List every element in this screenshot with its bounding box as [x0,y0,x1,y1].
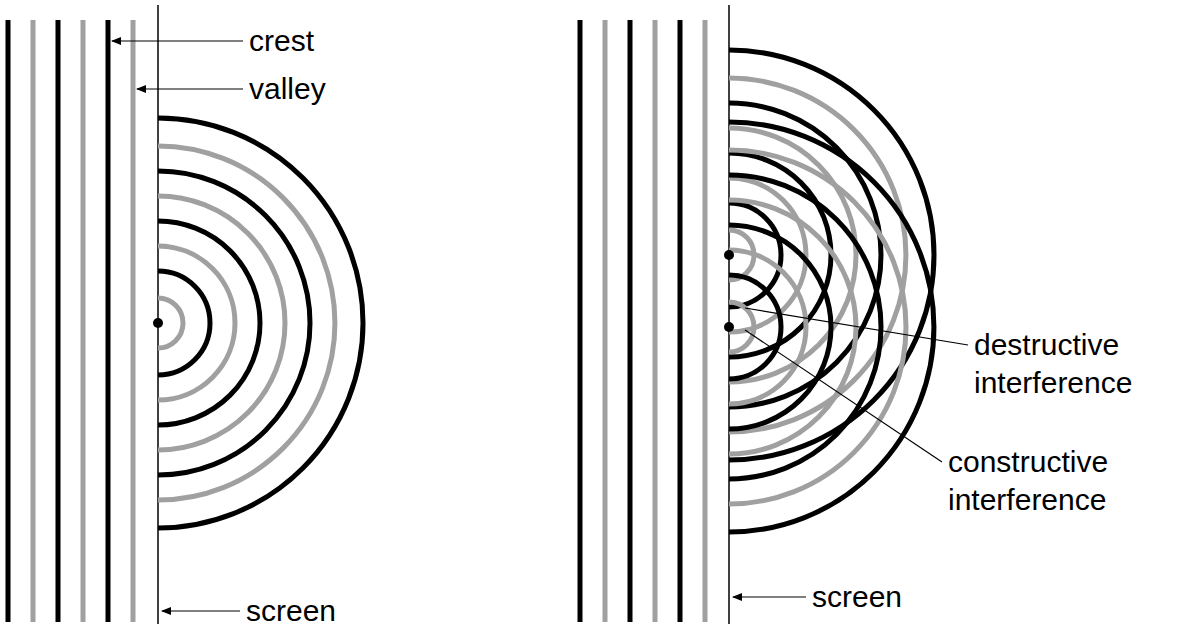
wave-arc [158,271,210,375]
circular-waves [729,50,934,532]
wave-arc [729,225,831,429]
wave-arc [729,103,881,407]
screen-label: screen [812,578,1012,616]
wave-arc [729,128,856,382]
wave-arc [729,150,906,504]
slit-dot [724,322,734,332]
wave-arc [729,250,806,404]
circular-waves [158,118,363,528]
leader-lines [112,41,968,611]
interference-label: constructive interference [948,443,1178,519]
wave-arc [729,50,934,460]
slit-dot [153,318,163,328]
wave-arc [729,275,781,379]
wave-arc [158,196,285,450]
screen-label: screen [246,592,446,628]
wave-arc [158,171,310,475]
screen-line [157,5,159,624]
plane-waves [580,20,705,622]
slit-dot [724,250,734,260]
plane-waves [8,20,133,622]
wave-arc [158,146,335,500]
wave-arc [158,118,363,528]
wave-label: valley [249,70,449,108]
wave-arc [729,200,856,454]
wave-arc [158,221,260,425]
wave-arc [729,122,934,532]
wave-arc [158,246,235,400]
interference-label: destructive interference [974,326,1179,402]
wave-label: crest [249,22,449,60]
